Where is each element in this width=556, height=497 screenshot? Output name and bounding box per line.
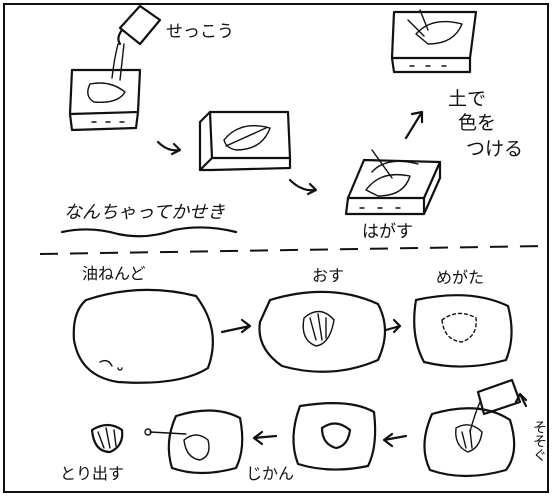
press-label: おす [312, 268, 344, 284]
plaster-label: せっこう [166, 24, 234, 41]
pointer-line [150, 432, 186, 434]
arrow-6-icon [384, 434, 406, 446]
arrow-2-icon [290, 180, 316, 194]
title-underline [62, 227, 236, 236]
clay-pressed [259, 292, 385, 372]
color-label-line2: 色を [458, 114, 496, 133]
clay-setting [293, 403, 375, 469]
fossil-cast-icon [92, 425, 122, 452]
diagram-title: なんちゃってかせき [64, 204, 225, 222]
mold-label: めがた [436, 270, 484, 286]
clay-poured [424, 408, 514, 476]
arrow-7-icon [254, 432, 276, 444]
arrow-4-icon [386, 320, 400, 332]
arrow-3-icon [222, 320, 250, 332]
plaster-block-4 [392, 10, 476, 72]
section-divider [40, 246, 546, 254]
pour-label: そそぐ [532, 420, 546, 462]
peel-label: はがす [362, 224, 413, 241]
remove-label: とり出す [60, 466, 124, 482]
plaster-block-1 [70, 70, 140, 130]
pouring-cup-2-icon [470, 380, 520, 432]
clay-label: 油ねんど [82, 266, 146, 282]
clay-removed [169, 410, 242, 473]
plaster-block-2 [200, 112, 290, 170]
color-label-line1: 土で [448, 90, 486, 109]
color-label-line3: つける [466, 140, 523, 159]
clay-mold [414, 295, 511, 366]
set-label: じかん [246, 466, 294, 482]
clay-lump [74, 290, 213, 383]
arrow-up-icon [406, 112, 422, 138]
arrow-1-icon [158, 142, 180, 154]
plaster-block-3 [346, 150, 440, 214]
